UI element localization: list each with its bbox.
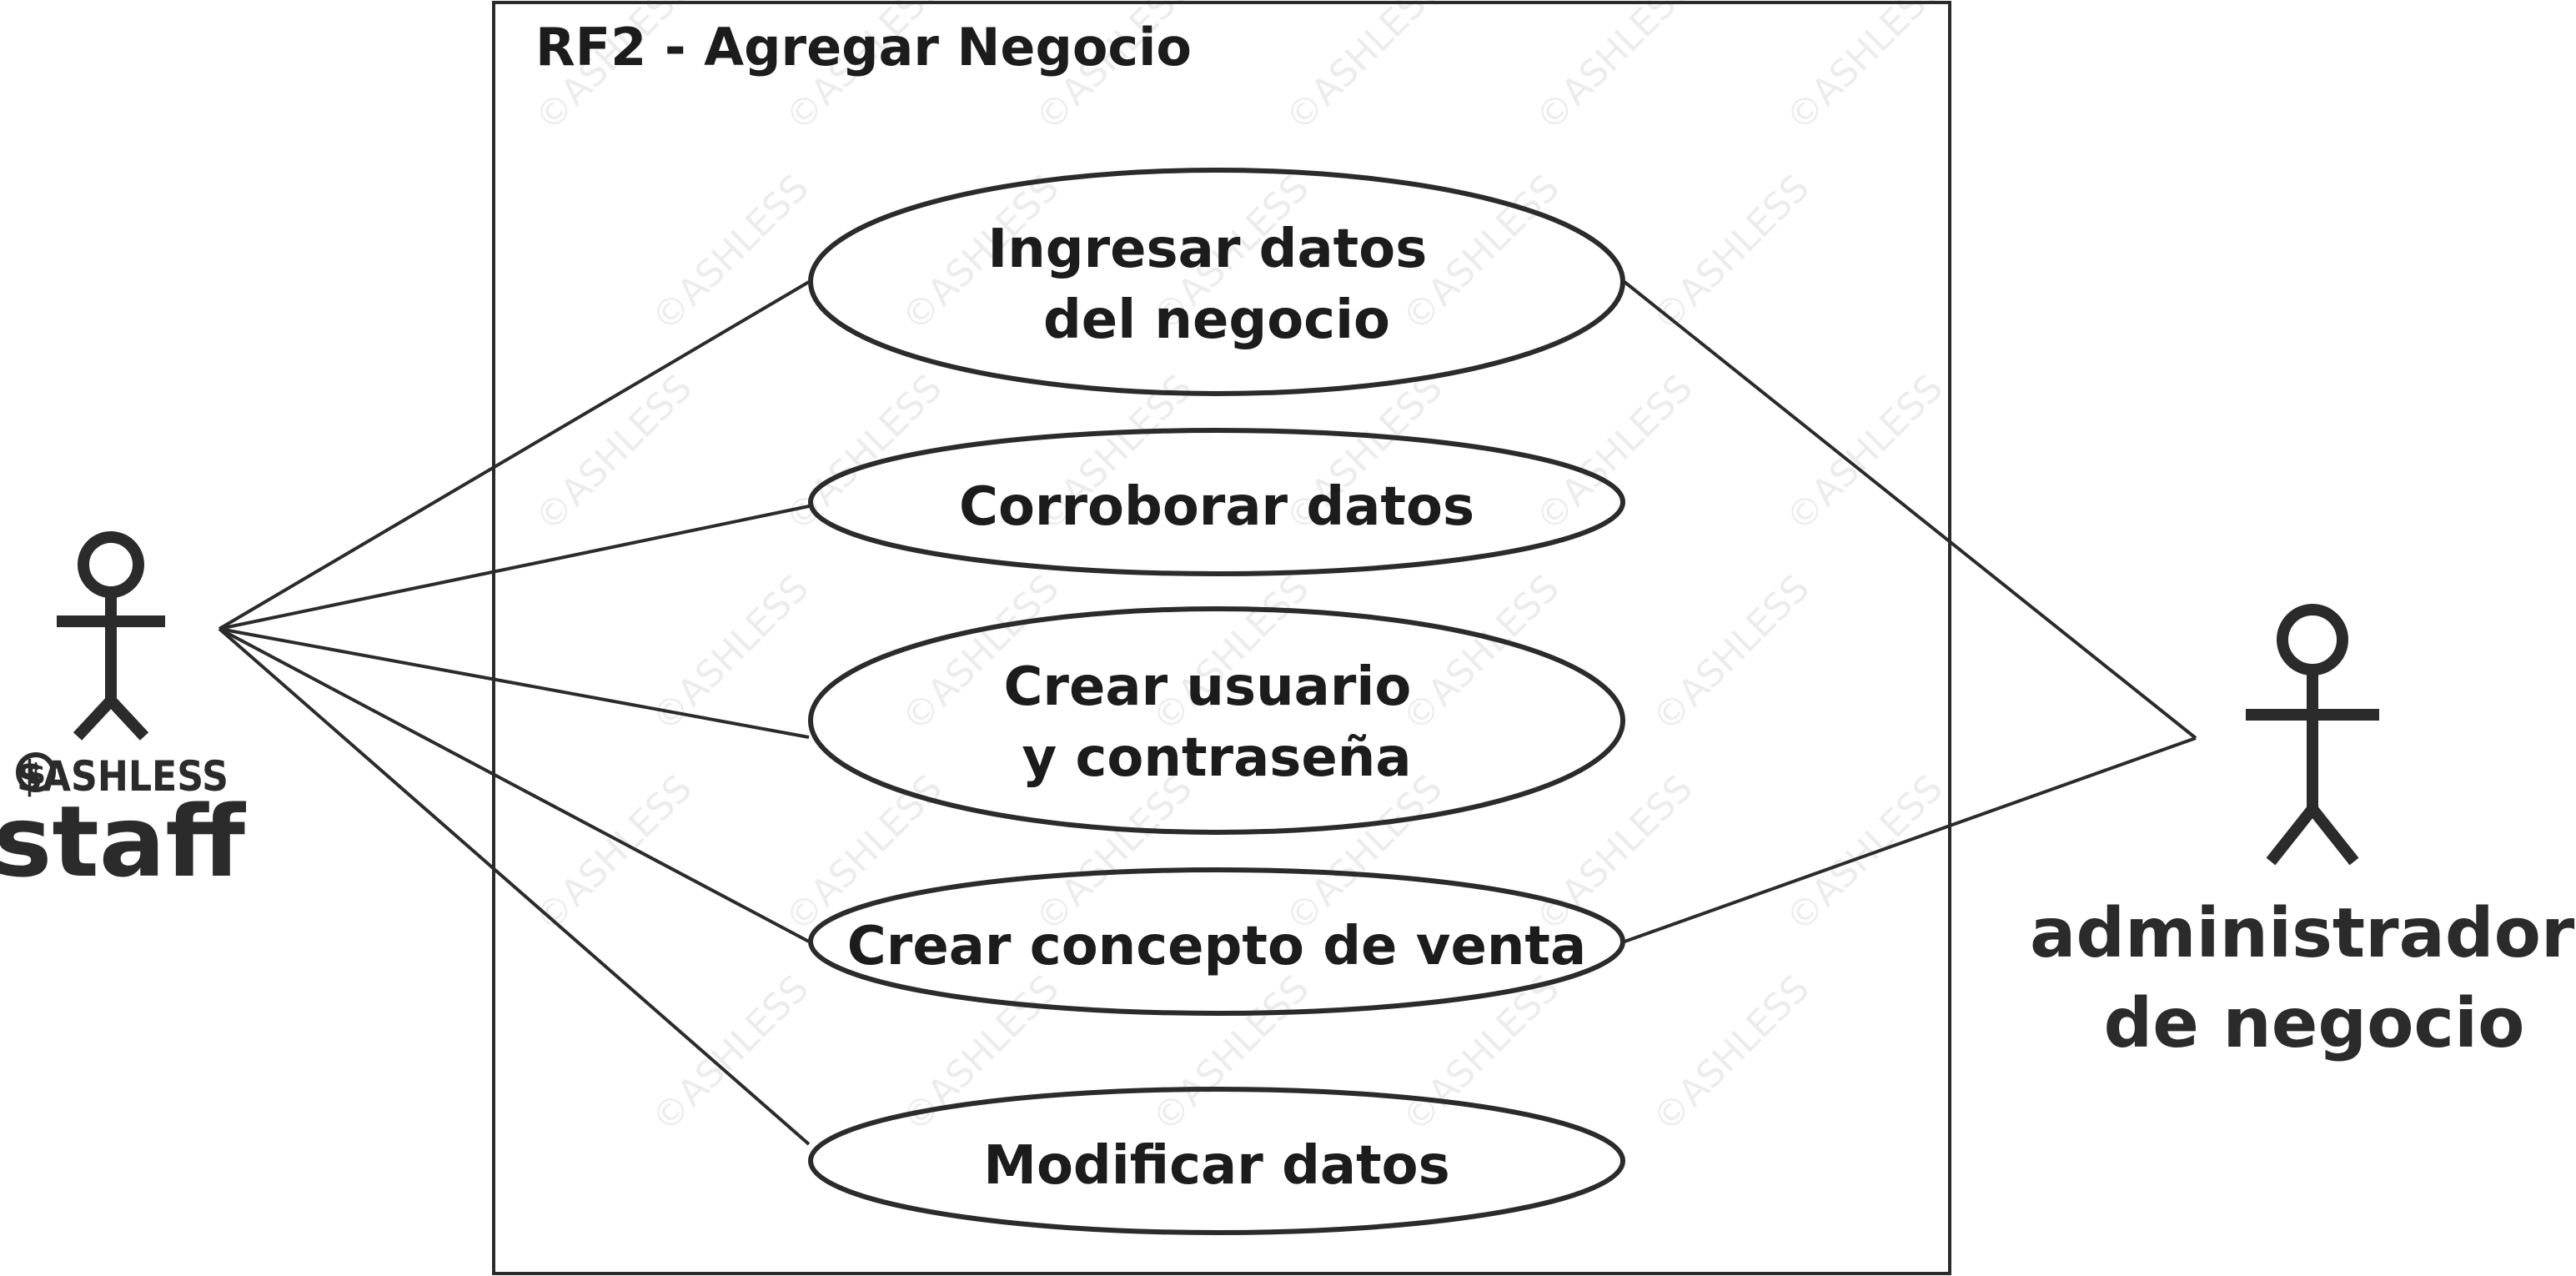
use-case-ellipse <box>808 606 1625 835</box>
use-case-ellipse <box>808 428 1625 576</box>
association-line-staff <box>218 280 811 630</box>
use-case-modificar-datos[interactable]: Modificar datos <box>808 1087 1625 1235</box>
associations <box>218 280 2197 1146</box>
watermark-text: ©ASHLESS <box>1394 967 1568 1141</box>
watermark-text: ©ASHLESS <box>1027 767 1201 941</box>
use-case-label-line: Corroborar datos <box>959 476 1474 538</box>
association-line-staff <box>218 627 811 1146</box>
watermark-text: ©ASHLESS <box>644 167 817 340</box>
watermark-text: ©ASHLESS <box>644 967 817 1141</box>
actor-label-line: administrador <box>2030 894 2575 973</box>
use-case-label-line: y contraseña <box>1022 727 1411 789</box>
watermark-text: ©ASHLESS <box>1645 567 1818 741</box>
svg-text:administrador de negocio: administrador de negocio <box>2030 894 2576 1063</box>
watermark-text: ©ASHLESS <box>527 767 700 941</box>
use-case-label-line: Ingresar datos <box>987 219 1427 280</box>
use-case-crear-usuario[interactable]: Crear usuario y contraseña <box>808 606 1625 835</box>
svg-text:Crear concepto de venta: Crear concepto de venta <box>847 916 1586 977</box>
cashless-logo: $ $ASHLESS <box>16 752 228 801</box>
watermark-text: ©ASHLESS <box>1278 767 1451 941</box>
use-case-ellipse <box>808 867 1625 1016</box>
association-line-staff <box>218 627 810 739</box>
actor-admin[interactable]: administrador de negocio <box>2030 604 2576 1063</box>
association-line-staff <box>218 627 810 943</box>
watermark-text: ©ASHLESS <box>1778 367 1951 540</box>
svg-text:Ingresar datos del negoc: Ingresar datos del negocio <box>987 219 1445 351</box>
watermark-text: ©ASHLESS <box>1144 967 1318 1141</box>
system-boundary <box>492 1 1951 1275</box>
watermark-text: ©ASHLESS <box>1778 0 1951 140</box>
association-line-admin <box>1624 736 2197 943</box>
use-case-label-line: del negocio <box>1043 289 1390 351</box>
use-case-label-line: Modificar datos <box>983 1135 1449 1197</box>
watermark-text: ©ASHLESS <box>644 567 817 741</box>
use-case-ingresar-datos[interactable]: Ingresar datos del negocio <box>808 168 1625 396</box>
svg-text:Corroborar datos: Corroborar datos <box>959 476 1474 538</box>
actor-label-line: de negocio <box>2104 984 2525 1063</box>
watermark-text: ©ASHLESS <box>1278 0 1451 140</box>
watermark-text: ©ASHLESS <box>527 367 700 540</box>
watermark-text: ©ASHLESS <box>1778 767 1951 941</box>
dollar-coin-icon <box>16 752 56 792</box>
association-line-admin <box>1623 280 2197 740</box>
system-title: RF2 - Agregar Negocio <box>535 17 1192 78</box>
actor-staff[interactable]: $ $ASHLESS staff <box>0 531 246 899</box>
use-case-corroborar-datos[interactable]: Corroborar datos <box>808 428 1625 576</box>
watermark-text: ©ASHLESS <box>1645 967 1818 1141</box>
association-line-staff <box>218 505 810 630</box>
watermark-text: ©ASHLESS <box>1528 767 1701 941</box>
use-case-crear-concepto-venta[interactable]: Crear concepto de venta <box>808 867 1625 1016</box>
watermark-text: ©ASHLESS <box>894 967 1067 1141</box>
watermark-text: ©ASHLESS <box>1528 0 1701 140</box>
stick-figure-icon <box>2246 604 2379 866</box>
cashless-logo-text: $ASHLESS <box>17 752 228 801</box>
watermark-text: ©ASHLESS <box>1645 167 1818 340</box>
use-case-label-line: Crear concepto de venta <box>847 916 1586 977</box>
stick-figure-icon <box>57 531 165 741</box>
watermark-text: ©ASHLESS <box>777 767 951 941</box>
use-case-ellipse <box>808 1087 1625 1235</box>
svg-text:Crear usuario y contrase: Crear usuario y contraseña <box>1003 656 1429 789</box>
dollar-sign-glyph: $ <box>26 758 46 791</box>
svg-text:Modificar datos: Modificar datos <box>983 1135 1449 1197</box>
actor-label-staff: staff <box>0 784 246 899</box>
use-case-label-line: Crear usuario <box>1003 656 1411 718</box>
use-case-ellipse <box>808 168 1625 396</box>
